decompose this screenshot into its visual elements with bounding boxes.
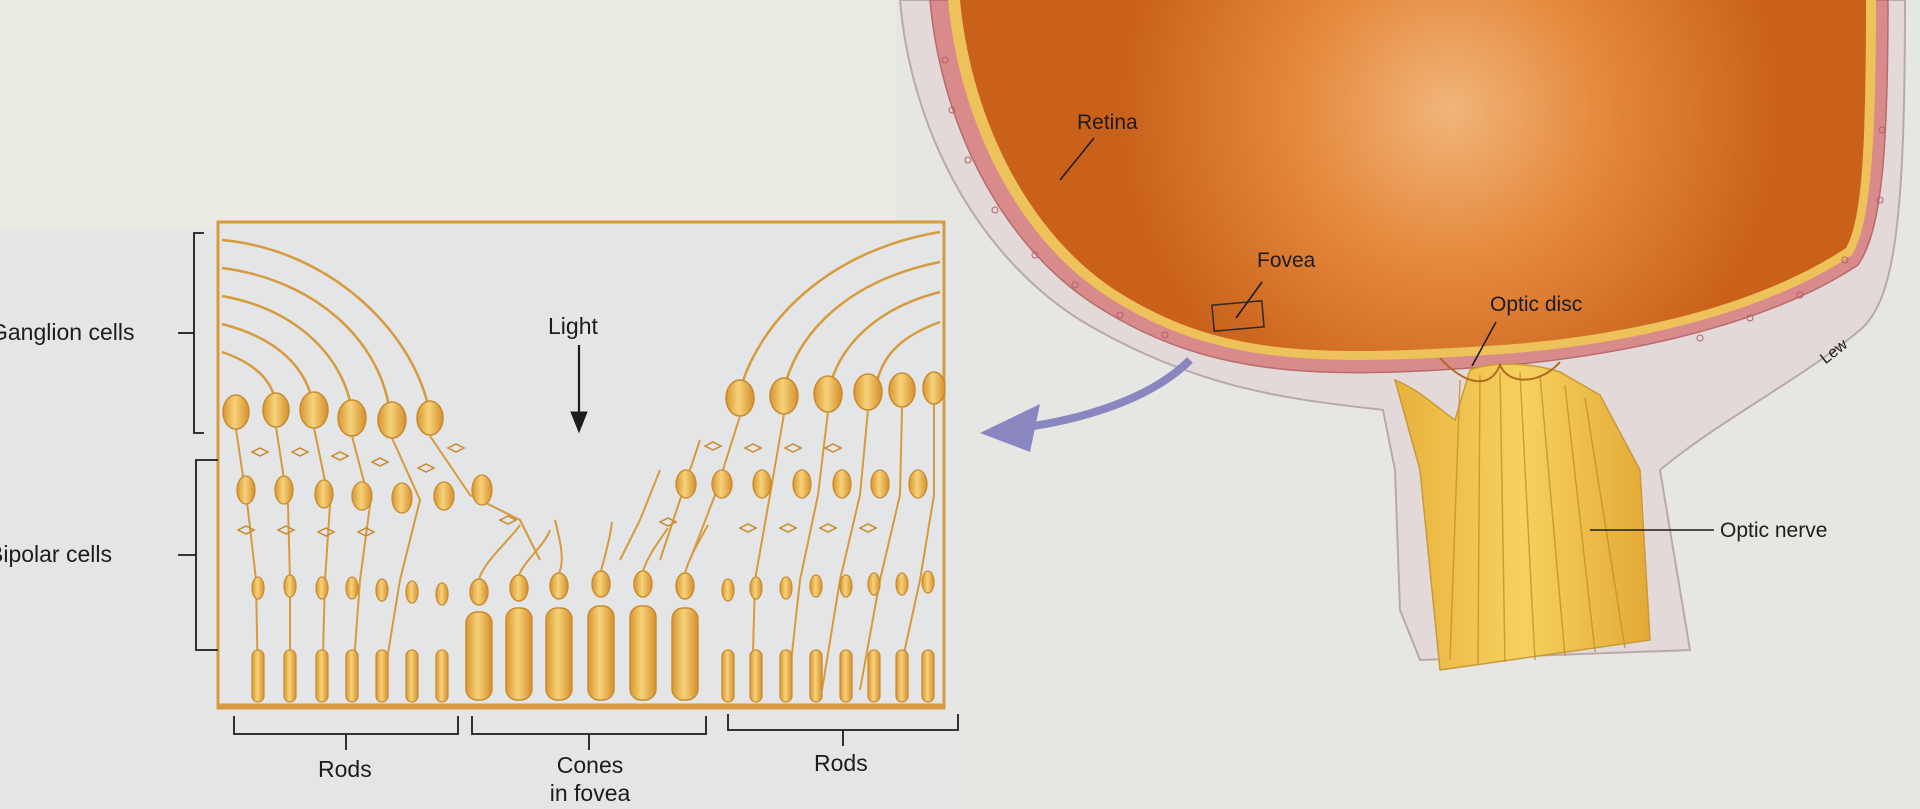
inset-frame [218, 222, 944, 708]
upper-left-panel [0, 0, 895, 228]
cones-label-line1: Cones [540, 752, 640, 780]
optic-nerve-label: Optic nerve [1720, 520, 1827, 541]
fovea-label: Fovea [1257, 250, 1315, 271]
optic-disc-label: Optic disc [1490, 294, 1582, 315]
light-label: Light [548, 315, 598, 338]
rods-right-label: Rods [814, 752, 868, 775]
cones-label-line2: in fovea [540, 780, 640, 808]
eyeball-cross-section [900, 0, 1905, 670]
cones-in-fovea-label: Cones in fovea [540, 752, 640, 807]
rods-left-label: Rods [318, 758, 372, 781]
retina-label: Retina [1077, 112, 1138, 133]
bipolar-cells-label: Bipolar cells [0, 543, 112, 566]
callout-arrow [980, 360, 1190, 452]
ganglion-cells-label: Ganglion cells [0, 321, 134, 344]
retina-inset [218, 222, 945, 708]
